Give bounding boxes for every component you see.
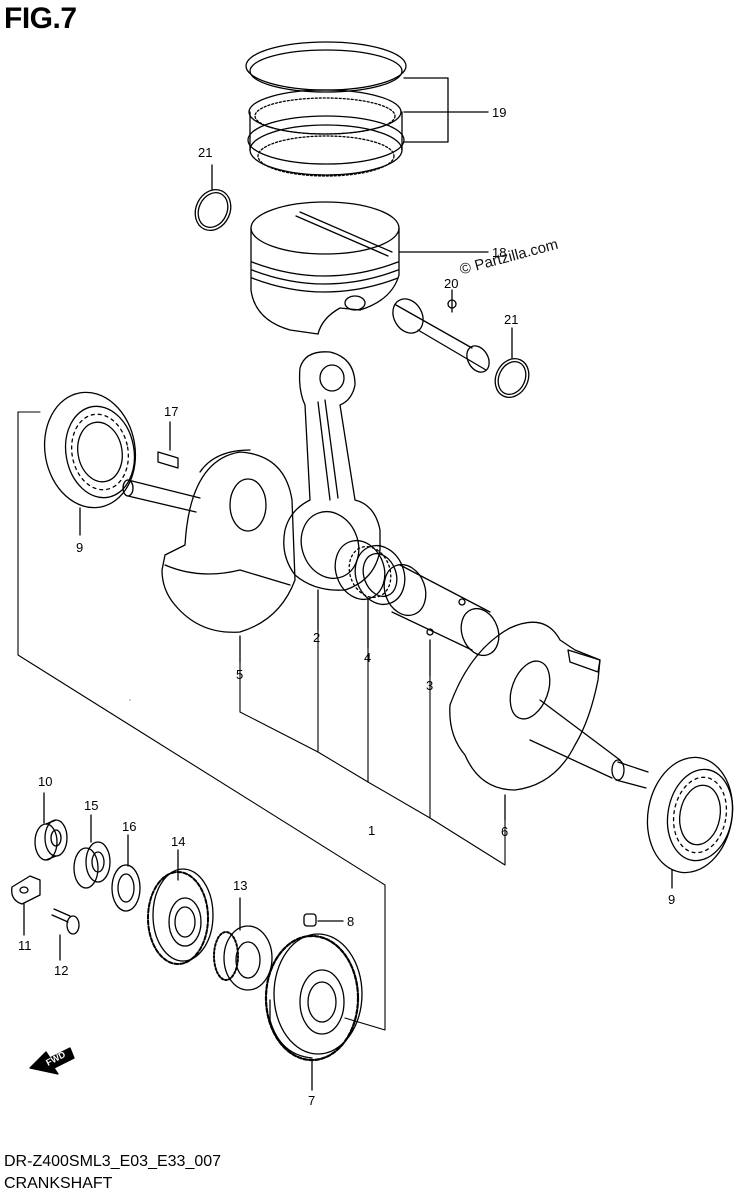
part-number-dowel-pin: 8 — [347, 914, 354, 929]
part-number-connecting-rod: 2 — [313, 630, 320, 645]
piston-ring-set[interactable] — [245, 41, 407, 177]
leader-19-bracket — [403, 77, 449, 143]
part-number-screw: 12 — [54, 963, 68, 978]
circlip-upper[interactable] — [189, 184, 238, 236]
crank-web-right[interactable] — [449, 621, 649, 791]
part-number-circlip-upper: 21 — [198, 145, 212, 160]
part-number-crank-bearing-right: 9 — [668, 892, 675, 907]
crank-bearing-left[interactable] — [36, 385, 145, 515]
connecting-rod[interactable] — [283, 351, 381, 591]
part-number-bearing: 10 — [38, 774, 52, 789]
part-number-primary-drive-gear: 7 — [308, 1093, 315, 1108]
starter-idle-gear[interactable] — [147, 868, 214, 965]
bearing-10[interactable] — [34, 819, 68, 861]
piston[interactable] — [250, 201, 400, 335]
retainer-plate[interactable] — [11, 875, 41, 905]
part-number-piston-pin: 20 — [444, 276, 458, 291]
dowel-pin[interactable] — [303, 913, 317, 927]
circlip-lower[interactable] — [489, 353, 535, 403]
part-number-crank-bearing-left: 9 — [76, 540, 83, 555]
part-number-spacer: 15 — [84, 798, 98, 813]
part-number-crank-web-left: 5 — [236, 667, 243, 682]
assembly-bracket-lines — [17, 411, 506, 1031]
crank-bearing-right[interactable] — [639, 751, 742, 880]
part-number-crank-pin: 3 — [426, 678, 433, 693]
marker-20 — [447, 299, 457, 309]
part-number-crank-web-right: 6 — [501, 824, 508, 839]
part-number-piston-ring-set: 19 — [492, 105, 506, 120]
part-number-circlip-lower: 21 — [504, 312, 518, 327]
part-number-retainer-plate: 11 — [18, 938, 32, 953]
primary-drive-gear[interactable] — [264, 933, 363, 1062]
figure-name: CRANKSHAFT — [4, 1175, 113, 1192]
part-number-crankshaft-assembly: 1 — [368, 823, 375, 838]
part-number-needle-bearing: 4 — [364, 650, 371, 665]
crank-web-left[interactable] — [122, 449, 296, 633]
spacer[interactable] — [73, 841, 111, 889]
one-way-clutch-bearing[interactable] — [213, 925, 273, 991]
part-number-woodruff-key: 17 — [164, 404, 178, 419]
piston-pin[interactable] — [387, 293, 494, 376]
figure-title: FIG.7 — [4, 2, 77, 35]
part-number-starter-idle-gear: 14 — [171, 834, 185, 849]
crank-pin[interactable] — [377, 559, 505, 661]
part-number-one-way-clutch-bearing: 13 — [233, 878, 247, 893]
part-number-washer: 16 — [122, 819, 136, 834]
screw[interactable] — [51, 908, 80, 935]
figure-code: DR-Z400SML3_E03_E33_007 — [4, 1153, 222, 1170]
fwd-arrow: FWD — [29, 1047, 75, 1075]
woodruff-key[interactable] — [157, 451, 179, 469]
washer[interactable] — [111, 864, 141, 912]
part-number-piston: 18 — [492, 245, 506, 260]
